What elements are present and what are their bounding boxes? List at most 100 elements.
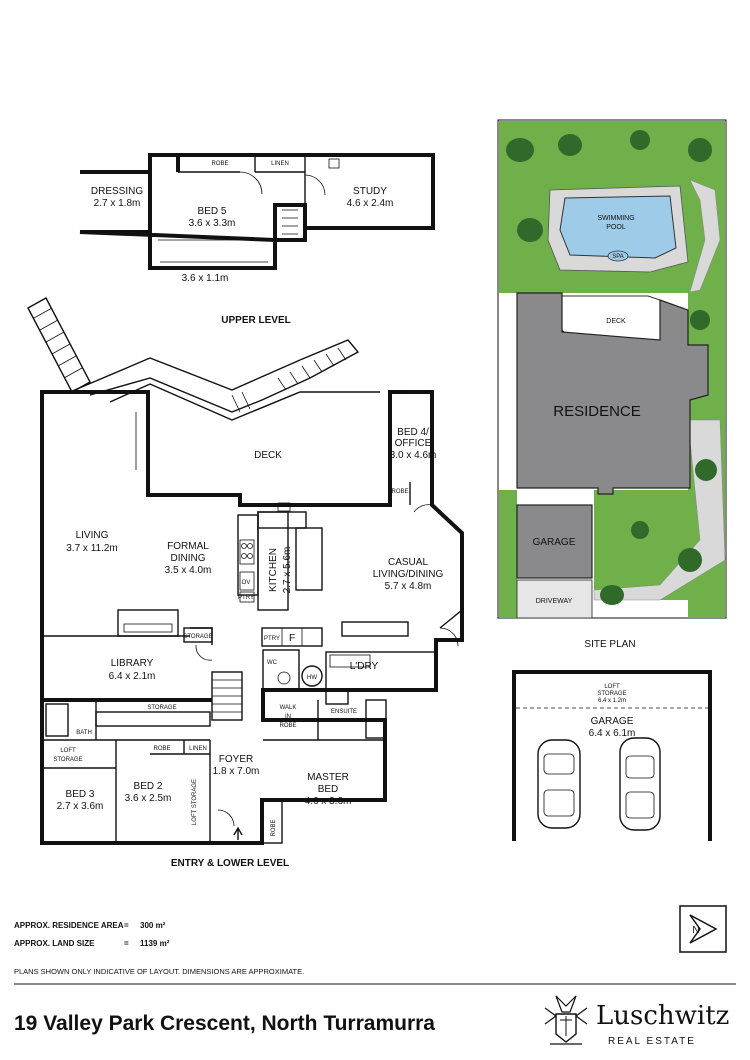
garage-footprint (516, 504, 593, 579)
brand-subtitle: REAL ESTATE (608, 1036, 696, 1047)
loft-storage-label-1: LOFT (60, 748, 76, 754)
pathway (689, 179, 721, 293)
linen2-label: LINEN (189, 746, 207, 752)
pool-label-1: SWIMMING (597, 215, 634, 222)
land-size-label: APPROX. LAND SIZE (14, 939, 95, 948)
storage2-label: STORAGE (147, 705, 176, 711)
kitchen-label: KITCHEN (268, 548, 279, 592)
master-dim: 4.6 x 3.6m (305, 796, 352, 807)
tree-2 (558, 134, 582, 156)
garage-loft-dim: 6.4 x 1.2m (598, 698, 626, 704)
bed3-label: BED 3 (66, 789, 95, 800)
bed5-dim: 3.6 x 3.3m (189, 218, 236, 229)
site-garage-label: GARAGE (533, 537, 576, 548)
lower-level-caption: ENTRY & LOWER LEVEL (171, 858, 289, 869)
walk-in-robe-3: ROBE (279, 723, 296, 729)
garage-dim: 6.4 x 6.1m (589, 728, 636, 739)
brand-name: Luschwitz (596, 1001, 729, 1031)
living-dim: 3.7 x 11.2m (66, 543, 118, 554)
compass-icon: N (679, 905, 727, 953)
casual-label-1: CASUAL (388, 557, 428, 568)
upper-robe-label: ROBE (211, 161, 228, 167)
garage-loft-label-1: LOFT (604, 684, 620, 690)
driveway-area (516, 579, 593, 619)
compass-letter: N (692, 925, 699, 936)
fridge-label: F (289, 633, 295, 644)
foyer-dim: 1.8 x 7.0m (213, 766, 260, 777)
casual-dim: 5.7 x 4.8m (385, 581, 432, 592)
property-address: 19 Valley Park Crescent, North Turramurr… (14, 1012, 435, 1035)
storage-label: STORAGE (183, 634, 212, 640)
living-label: LIVING (76, 530, 109, 541)
pool-label-2: POOL (606, 224, 626, 231)
site-plan-caption: SITE PLAN (584, 639, 635, 650)
driveway-label: DRIVEWAY (536, 598, 573, 605)
tree-4 (688, 138, 712, 162)
spa (607, 250, 629, 262)
residence-area-eq: = (124, 921, 129, 930)
robe2-label: ROBE (153, 746, 170, 752)
bed5-label: BED 5 (198, 206, 227, 217)
upper-linen-label: LINEN (271, 161, 289, 167)
master-label-2: BED (318, 784, 339, 795)
bed4-label-2: OFFICE (395, 438, 432, 449)
deck-walkway (27, 297, 380, 421)
tree-6 (690, 310, 710, 330)
casual-label-2: LIVING/DINING (373, 569, 444, 580)
library-dim: 6.4 x 2.1m (109, 671, 156, 682)
area-stats: APPROX. RESIDENCE AREA = 300 m² APPROX. … (14, 921, 170, 948)
study-label: STUDY (353, 186, 387, 197)
crest-icon (544, 995, 588, 1045)
garage-label: GARAGE (591, 716, 634, 727)
study-dim: 4.6 x 2.4m (347, 198, 394, 209)
loft-storage-vertical: LOFT STORAGE (192, 779, 198, 825)
master-label-1: MASTER (307, 772, 349, 783)
kitchen-dim: 2.7 x 5.6m (282, 547, 293, 594)
tree-9 (600, 585, 624, 605)
upper-level-caption: UPPER LEVEL (221, 315, 290, 326)
bed3-dim: 2.7 x 3.6m (57, 801, 104, 812)
balcony-dim: 3.6 x 1.1m (182, 273, 229, 284)
bath-label: BATH (76, 730, 92, 736)
tree-3 (630, 130, 650, 150)
residence-footprint (516, 292, 709, 495)
residence-label: RESIDENCE (553, 403, 641, 420)
tree-7 (695, 459, 717, 481)
hw-label: HW (307, 675, 317, 681)
site-plan: SWIMMING POOL SPA DECK RESIDENCE GARAGE … (497, 119, 727, 650)
pantry2-label: PTRY (264, 636, 280, 642)
garage-loft-label-2: STORAGE (597, 691, 626, 697)
tree-5 (517, 218, 543, 242)
dressing-dim: 2.7 x 1.8m (94, 198, 141, 209)
spa-label: SPA (612, 254, 624, 260)
land-size-eq: = (124, 939, 129, 948)
ensuite-label: ENSUITE (331, 709, 357, 715)
residence-area-label: APPROX. RESIDENCE AREA (14, 921, 124, 930)
brand-logo: Luschwitz REAL ESTATE (544, 995, 729, 1047)
pantry-label: PTRY (238, 595, 254, 601)
deck-label: DECK (254, 450, 282, 461)
laundry-label: L'DRY (350, 661, 379, 672)
formal-dining-label-1: FORMAL (167, 541, 209, 552)
tree-8 (678, 548, 702, 572)
swimming-pool (559, 195, 677, 259)
foyer-label: FOYER (219, 754, 253, 765)
upper-level: ROBE LINEN DRESSING 2.7 x 1.8m BED 5 3.6… (79, 153, 435, 326)
lower-level: DECK BED 4/ OFFICE 3.0 x 4.6m ROBE LIVIN… (40, 390, 464, 869)
walk-in-robe-2: IN (285, 714, 291, 720)
bed2-dim: 3.6 x 2.5m (125, 793, 172, 804)
site-deck-label: DECK (606, 318, 626, 325)
oven-label: OV (242, 580, 251, 586)
land-size-value: 1139 m² (140, 939, 170, 948)
library-label: LIBRARY (111, 658, 154, 669)
dressing-label: DRESSING (91, 186, 143, 197)
garden-left-bottom (499, 490, 517, 618)
garage-plan: LOFT STORAGE 6.4 x 1.2m GARAGE 6.4 x 6.1… (512, 670, 712, 841)
walk-in-robe-1: WALK (280, 705, 297, 711)
residence-area-value: 300 m² (140, 921, 166, 930)
formal-dining-dim: 3.5 x 4.0m (165, 565, 212, 576)
bed4-dim: 3.0 x 4.6m (390, 450, 437, 461)
bed4-label-1: BED 4/ (397, 427, 429, 438)
bed4-robe-label: ROBE (391, 489, 408, 495)
